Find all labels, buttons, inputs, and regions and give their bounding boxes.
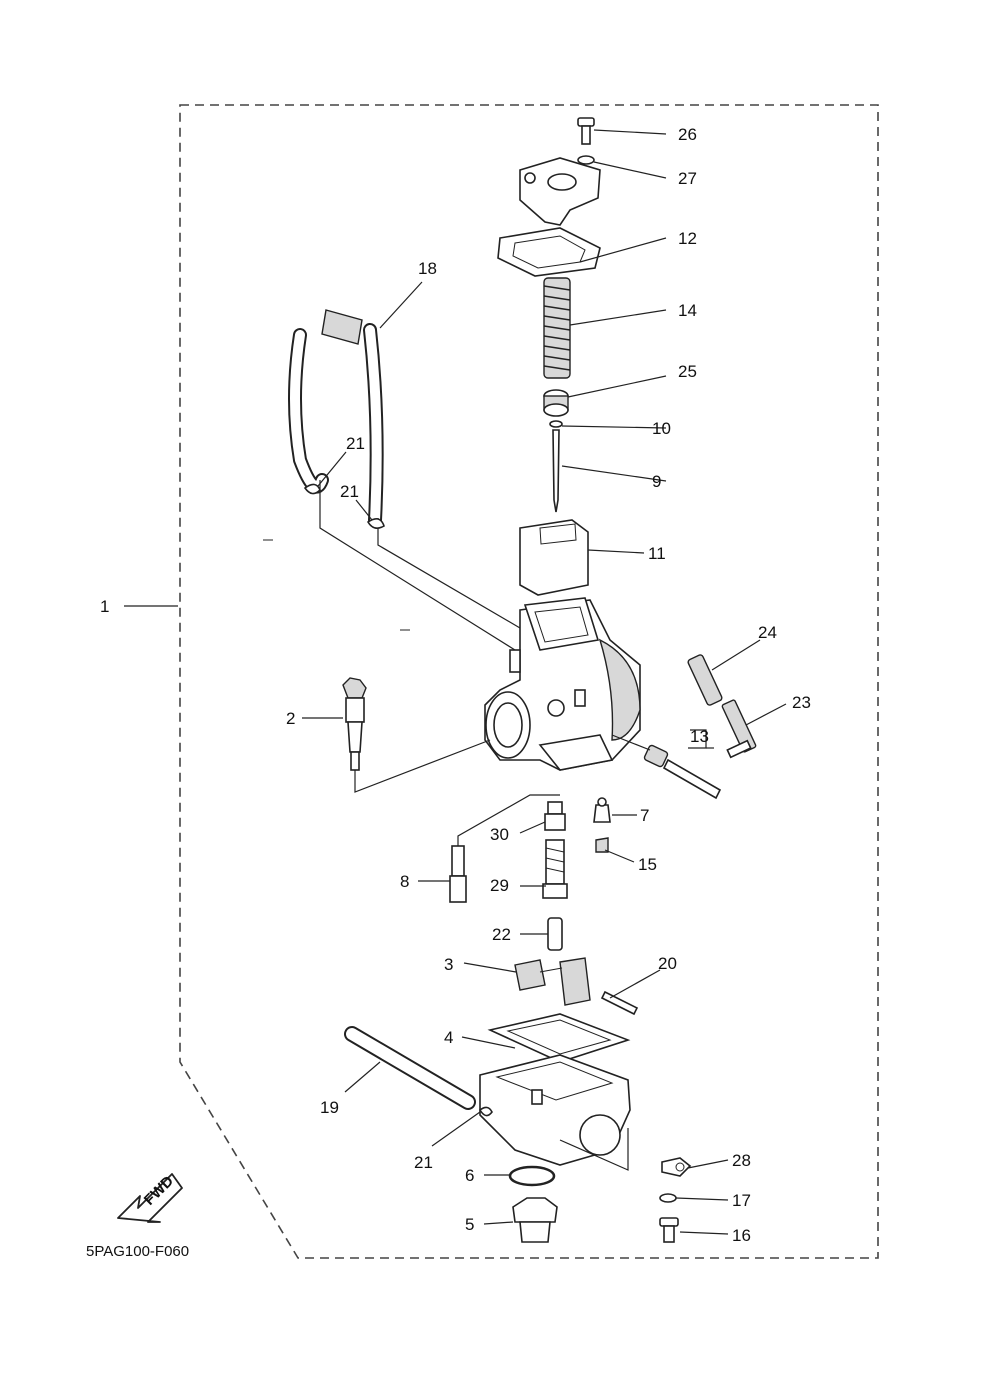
carburetor-body [484, 597, 641, 771]
clip-part-21b [366, 518, 385, 530]
label-part-26: 26 [678, 125, 697, 144]
label-part-13: 13 [690, 727, 709, 746]
main-jet-holder-part-29 [542, 839, 568, 899]
label-part-15: 15 [638, 855, 657, 874]
washer-part-27 [577, 155, 595, 165]
label-part-29: 29 [490, 876, 509, 895]
label-part-27: 27 [678, 169, 697, 188]
bowl-gasket-part-4 [487, 1013, 631, 1063]
float-bowl [479, 1054, 631, 1171]
float-part-3 [514, 957, 591, 1006]
o-ring-part-6 [508, 1165, 556, 1187]
label-part-19: 19 [320, 1098, 339, 1117]
label-part-5: 5 [465, 1215, 474, 1234]
label-part-14: 14 [678, 301, 697, 320]
label-part-25: 25 [678, 362, 697, 381]
part-labels: 1 2 3 4 5 6 7 8 9 10 11 12 13 14 15 16 1… [100, 125, 811, 1245]
label-part-18: 18 [418, 259, 437, 278]
vent-hose-part-18 [261, 299, 411, 705]
label-part-3: 3 [444, 955, 453, 974]
fwd-arrow-icon: FWD [117, 1173, 183, 1223]
needle-jet-part-30 [544, 801, 566, 831]
label-part-12: 12 [678, 229, 697, 248]
throttle-valve-part-11 [519, 519, 589, 596]
label-part-23: 23 [792, 693, 811, 712]
clip-part-10 [549, 420, 563, 428]
pilot-air-screw-part-2 [342, 677, 367, 771]
jet-part-15 [595, 837, 609, 853]
screw-part-16 [659, 1217, 679, 1243]
label-part-20: 20 [658, 954, 677, 973]
label-part-1: 1 [100, 597, 109, 616]
label-part-7: 7 [640, 806, 649, 825]
plug-part-5 [512, 1197, 558, 1243]
clip-part-21c [478, 1106, 493, 1117]
label-part-21-upper: 21 [346, 434, 365, 453]
label-part-17: 17 [732, 1191, 751, 1210]
jet-part-7 [593, 797, 611, 823]
label-part-21-lower: 21 [414, 1153, 433, 1172]
diagram-code: 5PAG100-F060 [86, 1243, 189, 1260]
leader-lines [124, 129, 787, 1235]
label-part-21-middle: 21 [340, 482, 359, 501]
jet-needle-part-9 [552, 429, 560, 513]
main-jet-part-22 [547, 917, 563, 951]
label-part-22: 22 [492, 925, 511, 944]
label-part-24: 24 [758, 623, 777, 642]
top-cover [519, 157, 601, 226]
label-part-4: 4 [444, 1028, 453, 1047]
spring-part-24 [687, 654, 723, 706]
spring-part-14 [543, 277, 571, 379]
label-part-6: 6 [465, 1166, 474, 1185]
label-part-11: 11 [648, 544, 666, 563]
label-part-10: 10 [652, 419, 671, 438]
needle-holder-part-25 [543, 389, 569, 417]
washer-part-17 [659, 1193, 677, 1203]
gasket-part-12 [497, 227, 601, 277]
label-part-16: 16 [732, 1226, 751, 1245]
pilot-jet-part-8 [449, 794, 560, 903]
screw-part-26 [577, 117, 595, 145]
label-part-9: 9 [652, 472, 661, 491]
label-part-8: 8 [400, 872, 409, 891]
throttle-stop-screw-part-23 [721, 699, 757, 759]
drain-hose-part-19 [344, 1026, 476, 1110]
float-pin-part-20 [600, 990, 639, 1016]
starter-plunger-part-13 [611, 734, 722, 800]
label-part-28: 28 [732, 1151, 751, 1170]
bracket-part-28 [661, 1157, 692, 1177]
label-part-2: 2 [286, 709, 295, 728]
clip-part-21a [303, 483, 321, 495]
label-part-30: 30 [490, 825, 509, 844]
